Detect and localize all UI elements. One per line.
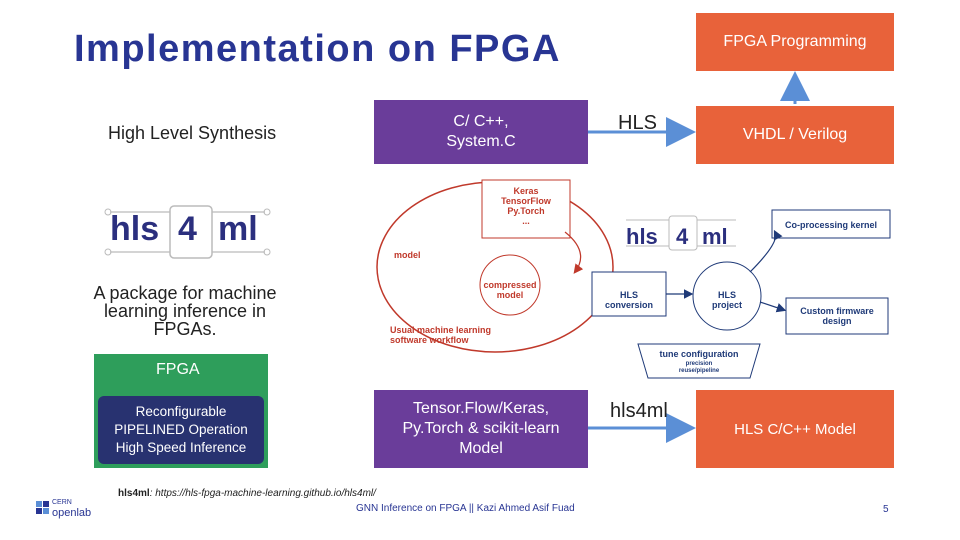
fpga-programming-box: FPGA Programming xyxy=(696,13,894,71)
logo-small-hls-text: hls xyxy=(626,224,658,249)
footer-center: GNN Inference on FPGA || Kazi Ahmed Asif… xyxy=(356,503,575,514)
custom-firmware-label: Custom firmware design xyxy=(786,306,888,326)
hls4ml-reference: hls4ml: https://hls-fpga-machine-learnin… xyxy=(118,488,376,499)
frameworks-box xyxy=(481,179,571,239)
custom-firmware-line: Custom firmware xyxy=(800,306,874,316)
framework-item: Py.Torch xyxy=(507,206,545,216)
custom-firmware-line: design xyxy=(822,316,852,326)
c-cpp-box: C/ C++, System.C xyxy=(374,100,588,164)
hls-project-line: project xyxy=(711,300,742,310)
package-description: A package for machine learning inference… xyxy=(70,284,300,338)
hls-arrow-label: HLS xyxy=(618,112,657,134)
hls4ml-logo-small xyxy=(622,212,740,254)
package-line: FPGAs. xyxy=(153,319,217,339)
hls4ml-arrow-label: hls4ml xyxy=(610,400,668,422)
coprocessing-box xyxy=(771,209,891,239)
frameworks-list: Keras TensorFlow Py.Torch ... xyxy=(482,186,570,226)
tune-sub-line: reuse/pipeline xyxy=(678,368,720,374)
hls-conversion-line: HLS xyxy=(620,290,638,300)
logo-top-text: CERN xyxy=(52,499,72,506)
logo-small-ml-text: ml xyxy=(702,224,728,249)
logo-ml-text: ml xyxy=(218,210,258,248)
hls4ml-link[interactable]: : https://hls-fpga-machine-learning.gith… xyxy=(149,488,376,499)
tensorflow-box: Tensor.Flow/Keras, Py.Torch & scikit-lea… xyxy=(374,390,588,468)
workflow-diagram xyxy=(376,179,891,379)
tune-label: tune configuration xyxy=(659,349,739,359)
fpga-feature: Reconfigurable xyxy=(135,404,227,419)
framework-item: Keras xyxy=(513,186,539,196)
tensorflow-line: Py.Torch & scikit-learn xyxy=(402,420,560,437)
framework-item: ... xyxy=(522,216,530,226)
vhdl-box: VHDL / Verilog xyxy=(696,106,894,164)
fpga-features: Reconfigurable PIPELINED Operation High … xyxy=(98,396,264,464)
custom-firmware-box xyxy=(785,297,889,335)
hls-project-label: HLS project xyxy=(697,290,757,310)
workflow-label: Usual machine learning software workflow xyxy=(390,325,491,345)
fpga-feature: High Speed Inference xyxy=(115,440,247,455)
workflow-line: software workflow xyxy=(390,335,469,345)
hls-conversion-label: HLS conversion xyxy=(592,290,666,310)
compressed-line: model xyxy=(496,290,524,300)
hls4ml-reference-label: hls4ml xyxy=(118,488,150,499)
workflow-line: Usual machine learning xyxy=(390,325,492,335)
compressed-label: compressed model xyxy=(480,280,540,300)
logo-bottom-text: openlab xyxy=(52,507,92,519)
logo-hls-text: hls xyxy=(110,210,160,248)
tensorflow-line: Tensor.Flow/Keras, xyxy=(412,400,550,417)
tune-sub: precision reuse/pipeline xyxy=(638,361,760,375)
compressed-line: compressed xyxy=(483,280,537,290)
c-cpp-line: C/ C++, xyxy=(453,113,509,130)
compressed-circle xyxy=(479,254,541,316)
coprocessing-label: Co-processing kernel xyxy=(784,220,878,230)
tune-sub-line: precision xyxy=(685,361,713,367)
fpga-header: FPGA xyxy=(156,361,200,378)
model-label: model xyxy=(394,250,421,260)
hls4ml-logo xyxy=(100,200,275,264)
package-line: A package for machine xyxy=(93,283,277,303)
hls-conversion-box xyxy=(591,271,667,317)
tensorflow-line: Model xyxy=(459,440,503,457)
hls-model-box: HLS C/C++ Model xyxy=(696,390,894,468)
cern-openlab-logo: CERN openlab xyxy=(36,497,100,521)
hls-conversion-line: conversion xyxy=(604,300,653,310)
logo-small-4-text: 4 xyxy=(676,224,689,249)
hls-label: High Level Synthesis xyxy=(108,123,277,143)
hls-project-line: HLS xyxy=(718,290,736,300)
page-number: 5 xyxy=(883,504,889,515)
framework-item: TensorFlow xyxy=(501,196,551,206)
fpga-feature: PIPELINED Operation xyxy=(114,422,248,437)
page-title: Implementation on FPGA xyxy=(74,28,561,70)
logo-4-text: 4 xyxy=(178,210,197,248)
package-line: learning inference in xyxy=(103,301,267,321)
c-cpp-line: System.C xyxy=(446,133,516,150)
tune-box xyxy=(637,343,761,379)
